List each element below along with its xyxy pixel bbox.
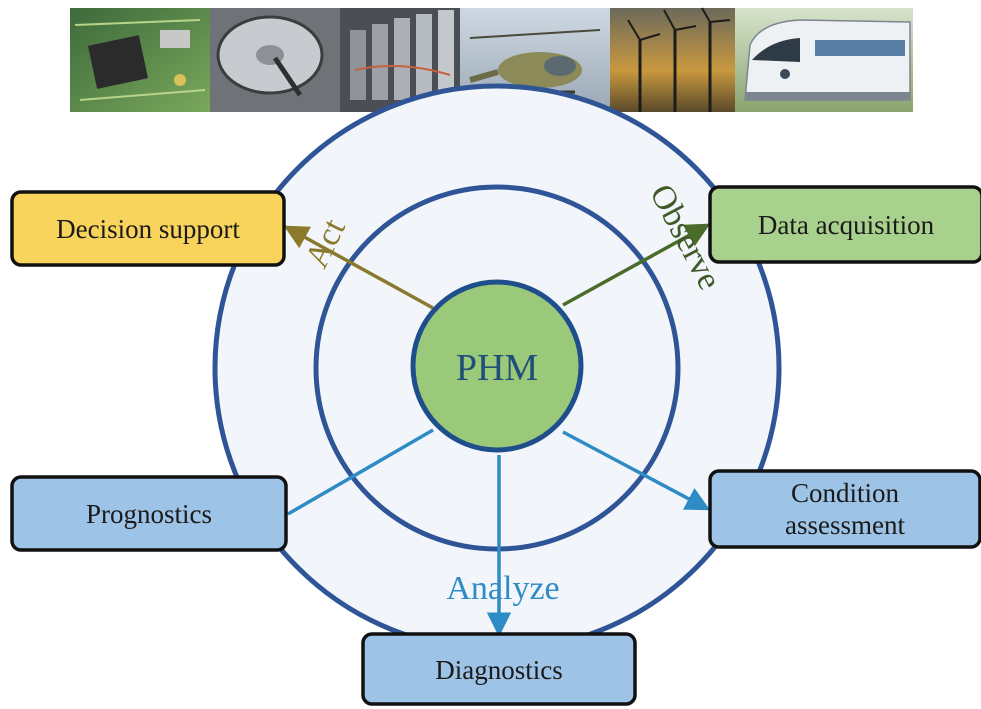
hard-drive-icon [210,8,340,112]
act-arrow [283,225,434,310]
data-acquisition-label: Data acquisition [758,210,935,240]
wind-turbine-icon [610,7,735,112]
phm-center-node [410,279,584,453]
diagnostics-box: Diagnostics [361,632,637,706]
observe-arrow [562,223,711,307]
decision-support-box: Decision support [10,190,286,267]
phm-center-label: PHM [456,347,538,389]
diagnostics-label: Diagnostics [435,655,563,685]
condition-assessment-arrow [562,430,711,511]
data-acquisition-box: Data acquisition [708,185,981,264]
prognostics-label: Prognostics [86,499,212,529]
condition-assessment-label-line2: assessment [785,510,905,540]
prognostics-line [287,428,434,516]
middle-ring [313,184,681,552]
train-icon [735,8,913,112]
condition-assessment-label-line1: Condition [791,478,900,508]
circuit-board-icon [70,8,210,112]
analyze-label: Analyze [446,570,559,607]
decision-support-label: Decision support [56,214,240,244]
prognostics-box: Prognostics [10,475,288,552]
banner [70,7,913,112]
condition-assessment-box: Condition assessment [708,469,981,549]
